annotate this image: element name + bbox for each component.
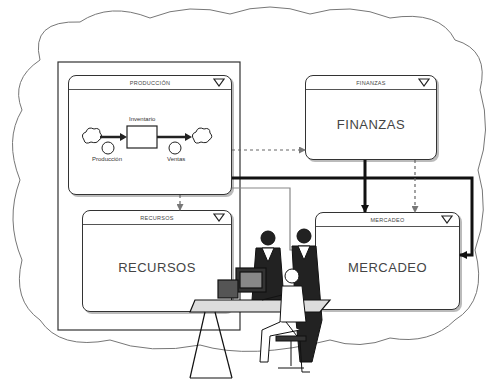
menu-triangle (213, 213, 225, 222)
title-bar: RECURSOS (83, 211, 231, 225)
stock-flow-label: Ventas (167, 156, 185, 162)
menu-triangle (418, 78, 430, 87)
flow-connector (414, 160, 415, 212)
window-title: MERCADEO (370, 217, 404, 223)
window-title: RECURSOS (140, 215, 174, 221)
window-box: RECURSOS RECURSOS (82, 210, 232, 312)
window-label: FINANZAS (306, 89, 436, 159)
flow-connector (179, 195, 180, 210)
title-bar: MERCADEO (316, 213, 459, 227)
window-title: FINANZAS (356, 80, 386, 86)
window-box: MERCADEO MERCADEO (315, 212, 460, 310)
menu-triangle (213, 78, 225, 87)
window-box: FINANZAS FINANZAS (305, 75, 437, 160)
seated-person (260, 269, 310, 372)
flow-connector (232, 149, 305, 150)
window-title: PRODUCCIÓN (130, 80, 171, 86)
title-bar: FINANZAS (306, 76, 436, 90)
menu-triangle (441, 215, 453, 224)
flow-connector (364, 160, 367, 212)
stock-flow-label: Producción (92, 156, 122, 162)
title-bar: PRODUCCIÓN (69, 76, 231, 90)
standing-man (252, 231, 284, 300)
flow-connector (232, 188, 315, 250)
window-label: MERCADEO (316, 226, 459, 309)
stock-flow-label: Inventario (129, 116, 155, 122)
cloud-outline (12, 7, 485, 351)
window-box: PRODUCCIÓN (68, 75, 232, 195)
group-frame (58, 62, 240, 330)
window-label: RECURSOS (83, 224, 231, 311)
